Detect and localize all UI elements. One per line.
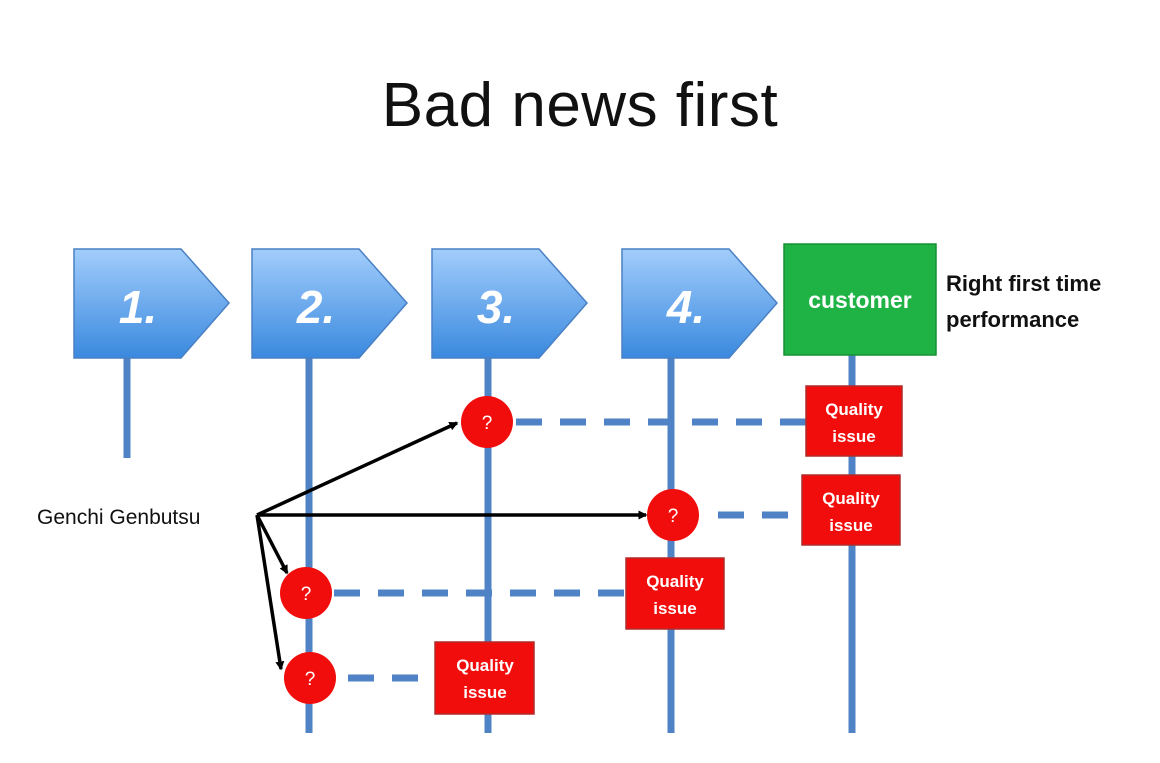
question-mark: ?: [305, 669, 316, 690]
question-circle-1: ?: [461, 396, 513, 448]
question-mark: ?: [301, 584, 312, 605]
page-title: Bad news first: [381, 71, 779, 140]
quality-issue-label-line-1: Quality: [825, 400, 883, 419]
quality-issue-label-line-2: issue: [653, 599, 696, 618]
quality-issue-label-line-1: Quality: [646, 572, 704, 591]
step-arrow-3: 3.: [431, 248, 588, 359]
quality-issue-box-4: Quality issue: [434, 641, 535, 715]
step-label-1: 1.: [119, 281, 157, 333]
quality-issue-label-line-2: issue: [829, 516, 872, 535]
quality-issue-label-line-1: Quality: [456, 656, 514, 675]
step-label-4: 4.: [666, 281, 705, 333]
genchi-arrow-to-2b: [255, 514, 285, 671]
step-arrow-4: 4.: [621, 248, 778, 359]
genchi-arrow-to-2a: [255, 514, 289, 575]
step-arrow-1: 1.: [73, 248, 230, 359]
quality-issue-label-line-2: issue: [832, 427, 875, 446]
right-first-time-line-2: performance: [946, 307, 1079, 332]
quality-issue-box-2: Quality issue: [801, 474, 901, 546]
step-label-2: 2.: [296, 281, 335, 333]
quality-issue-label-line-1: Quality: [822, 489, 880, 508]
question-circle-2: ?: [647, 489, 699, 541]
genchi-genbutsu-label: Genchi Genbutsu: [37, 506, 200, 529]
dashed-connectors: [334, 418, 806, 682]
customer-box: customer: [783, 243, 937, 356]
question-mark: ?: [668, 506, 679, 527]
genchi-arrow-to-3: [256, 421, 459, 517]
genchi-arrows: [255, 421, 648, 671]
question-circle-4: ?: [284, 652, 336, 704]
step-arrow-2: 2.: [251, 248, 408, 359]
quality-issue-box-3: Quality issue: [625, 557, 725, 630]
quality-issue-box-1: Quality issue: [805, 385, 903, 457]
customer-label: customer: [808, 287, 912, 313]
question-mark: ?: [482, 413, 493, 434]
step-label-3: 3.: [477, 281, 515, 333]
question-circle-3: ?: [280, 567, 332, 619]
right-first-time-line-1: Right first time: [946, 271, 1101, 296]
quality-issue-label-line-2: issue: [463, 683, 506, 702]
